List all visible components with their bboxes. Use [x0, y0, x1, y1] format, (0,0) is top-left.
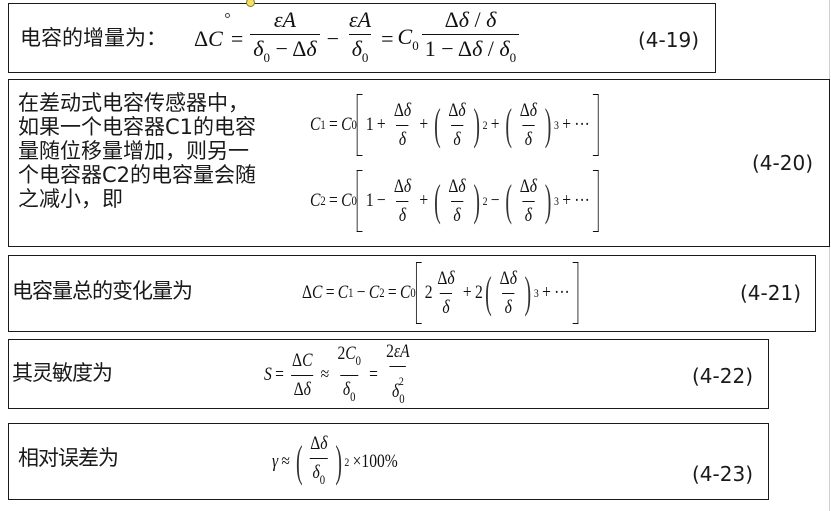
label-4-19: 电容的增量为： [20, 26, 167, 50]
equation-box-4-22[interactable] [8, 339, 769, 409]
label-4-23: 相对误差为 [18, 447, 119, 470]
equation-number-4-22: (4-22) [692, 364, 753, 388]
equation-box-4-23[interactable] [8, 423, 769, 500]
label-4-21: 电容量总的变化量为 [12, 280, 193, 303]
equation-number-4-19: (4-19) [638, 28, 699, 52]
anchor-dot [225, 13, 230, 18]
equation-number-4-21: (4-21) [740, 281, 801, 305]
equation-number-4-23: (4-23) [692, 462, 753, 486]
equation-box-4-20[interactable] [8, 79, 830, 247]
right-edge-divider [829, 0, 830, 511]
selection-handle[interactable] [246, 0, 255, 7]
equation-box-4-21[interactable] [8, 255, 816, 332]
label-4-22: 其灵敏度为 [12, 362, 113, 385]
label-4-20: 在差动式电容传感器中， 如果一个电容器C1的电容 量随位移量增加，则另一 个电容… [18, 91, 257, 211]
equation-box-4-19[interactable] [8, 3, 716, 73]
equation-number-4-20: (4-20) [752, 151, 813, 175]
